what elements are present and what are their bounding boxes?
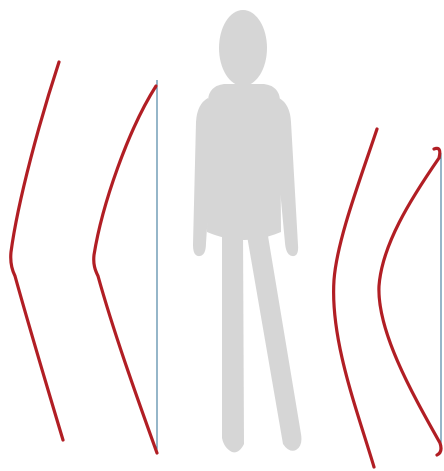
right-outer-curve: [379, 148, 441, 455]
person-torso: [207, 84, 281, 240]
person-head: [219, 10, 267, 86]
person-left-leg: [222, 230, 244, 452]
person-silhouette-icon: [193, 10, 301, 452]
right-inner-curve: [334, 129, 377, 467]
left-outer-curve: [11, 62, 63, 440]
left-inner-curve: [94, 86, 157, 453]
person-right-leg: [246, 230, 301, 451]
